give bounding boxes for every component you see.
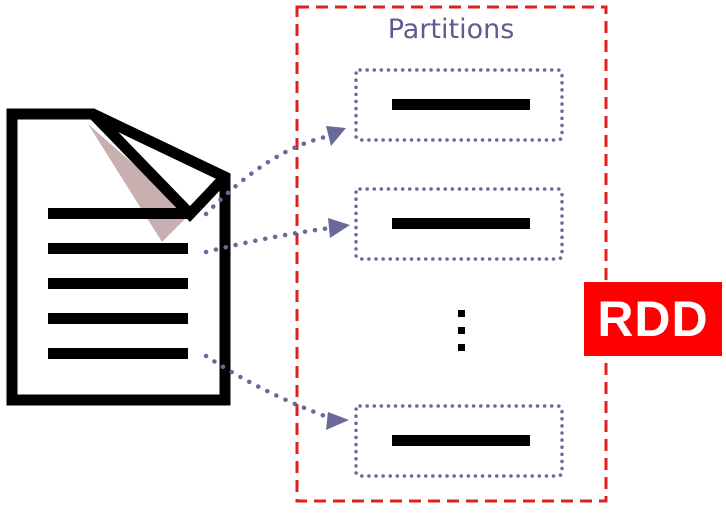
partition-line [392, 218, 530, 229]
arrowhead-3 [326, 412, 349, 430]
partition-line [392, 435, 530, 446]
arrowhead-2 [328, 218, 350, 238]
arrowhead-1 [326, 126, 346, 146]
partition-box [354, 187, 564, 261]
arrow-to-partition-3 [203, 353, 333, 421]
partition-2 [354, 187, 564, 261]
partition-3 [354, 404, 564, 478]
document-icon [6, 108, 231, 406]
document-line [48, 348, 188, 359]
document-line [48, 278, 188, 289]
arrow-to-partition-1 [203, 133, 333, 217]
partition-1 [354, 68, 564, 142]
partitions-title: Partitions [387, 14, 515, 45]
arrows [203, 133, 333, 421]
partition-line [392, 99, 530, 110]
partition-box [354, 68, 564, 142]
rdd-badge: RDD [584, 282, 722, 356]
arrow-to-partition-2 [203, 225, 333, 255]
document-line [48, 313, 188, 324]
partition-box [354, 404, 564, 478]
document-line [48, 243, 188, 254]
document-outline [6, 108, 231, 406]
ellipsis-icon [458, 310, 465, 351]
document-folded-corner [89, 110, 229, 222]
document-line [48, 208, 188, 219]
rdd-container [295, 5, 608, 503]
